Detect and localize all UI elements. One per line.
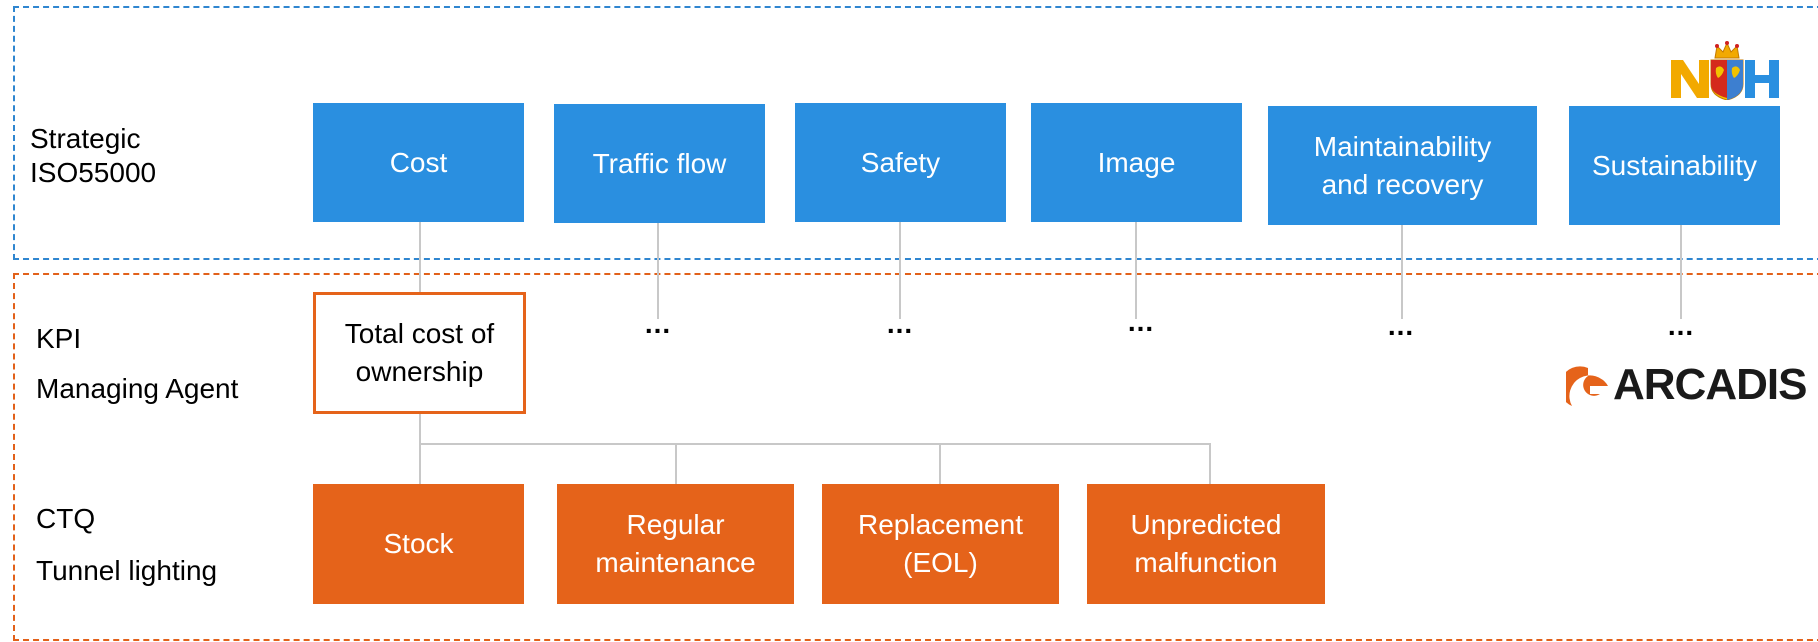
strategic-box-safety: Safety: [795, 103, 1006, 222]
strategic-box-cost: Cost: [313, 103, 524, 222]
kpi-placeholder-traffic-flow: ...: [644, 308, 672, 339]
connector-safety: [899, 222, 901, 319]
kpi-placeholder-sustainability: ...: [1667, 310, 1695, 341]
kpi-placeholder-maintainability: ...: [1387, 310, 1415, 341]
kpi-ctq-frame: [13, 273, 1818, 641]
connector-unpredicted-malfunction: [1209, 443, 1211, 484]
arcadis-logo-text: ARCADIS: [1613, 360, 1807, 409]
kpi-placeholder-image: ...: [1127, 306, 1155, 337]
ctq-box-stock: Stock: [313, 484, 524, 604]
strategic-box-maintainability: Maintainability and recovery: [1268, 106, 1537, 225]
kpi-placeholder-safety: ...: [886, 308, 914, 339]
connector-cost-kpi: [419, 222, 421, 292]
connector-sustainability: [1680, 225, 1682, 319]
strategic-box-image: Image: [1031, 103, 1242, 222]
ctq-box-replacement: Replacement (EOL): [822, 484, 1059, 604]
connector-kpi-down: [419, 414, 421, 484]
managing-agent-row-label: Managing Agent: [36, 373, 239, 404]
connector-traffic-flow: [657, 222, 659, 319]
noord-holland-logo: [1671, 41, 1779, 100]
ctq-row-label: CTQ: [36, 503, 96, 534]
arcadis-emblem-icon: [1566, 366, 1608, 406]
strategic-box-sustainability: Sustainability: [1569, 106, 1780, 225]
connector-replacement: [939, 443, 941, 484]
tunnel-lighting-row-label: Tunnel lighting: [36, 555, 218, 586]
connector-regular-maintenance: [675, 443, 677, 484]
strategic-frame: [13, 6, 1818, 260]
ctq-box-regular-maintenance: Regular maintenance: [557, 484, 794, 604]
connector-maintainability: [1401, 225, 1403, 319]
ctq-box-unpredicted-malfunction: Unpredicted malfunction: [1087, 484, 1325, 604]
connector-image: [1135, 222, 1137, 319]
kpi-box-total-cost-of-ownership: Total cost of ownership: [313, 292, 526, 414]
kpi-row-label: KPI: [36, 323, 82, 354]
strategic-row-label: Strategic ISO55000: [30, 123, 157, 188]
strategic-box-traffic-flow: Traffic flow: [554, 104, 765, 223]
connector-ctq-bus: [419, 443, 1211, 445]
